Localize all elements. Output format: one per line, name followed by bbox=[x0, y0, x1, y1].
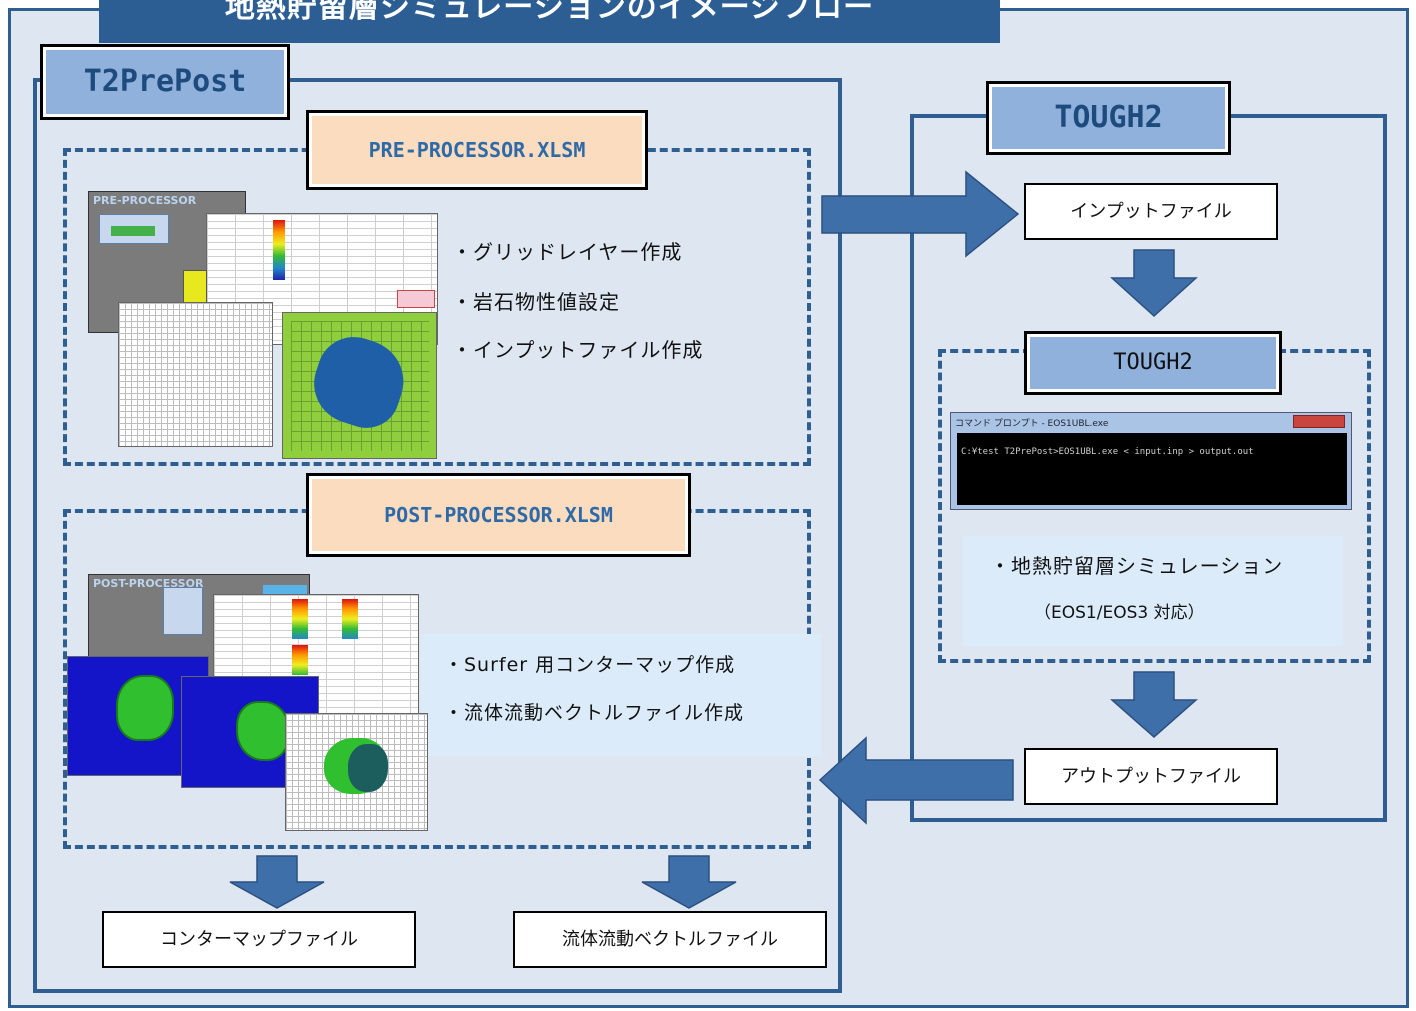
thumb-button bbox=[111, 226, 155, 236]
arrow-run-to-output bbox=[1110, 671, 1198, 738]
command-prompt-window: コマンド プロンプト - EOS1UBL.exe C:¥test T2PrePo… bbox=[950, 412, 1352, 510]
console-title: コマンド プロンプト - EOS1UBL.exe bbox=[955, 419, 1109, 429]
thumb-pink-button bbox=[397, 290, 435, 308]
pre-thumb-title: PRE-PROCESSOR bbox=[93, 194, 197, 207]
pre-processor-label: PRE-PROCESSOR.XLSM bbox=[306, 110, 648, 190]
arrow-to-vector-file bbox=[641, 855, 737, 909]
arrow-to-tough2 bbox=[821, 170, 1020, 258]
contour-map-file: コンターマップファイル bbox=[102, 911, 416, 968]
grid-layer-image bbox=[118, 302, 273, 447]
t2prepost-label: T2PrePost bbox=[40, 44, 290, 120]
post-bullet-1: ・Surfer 用コンターマップ作成 bbox=[444, 654, 736, 676]
post-thumb-title: POST-PROCESSOR bbox=[93, 577, 204, 590]
arrow-to-post-processor bbox=[818, 736, 1014, 825]
output-file: アウトプットファイル bbox=[1024, 748, 1278, 805]
thumb-panel bbox=[99, 214, 169, 244]
pre-bullet-2: ・岩石物性値設定 bbox=[452, 290, 620, 314]
tough2-inner-label: TOUGH2 bbox=[1024, 331, 1282, 395]
arrow-to-contour-file bbox=[229, 855, 325, 909]
tough2-description-panel bbox=[963, 536, 1343, 646]
console-command: C:¥test T2PrePost>EOS1UBL.exe < input.in… bbox=[961, 447, 1254, 457]
color-scale bbox=[273, 220, 285, 280]
diagram-title: 地熱貯留層シミュレーションのイメージフロー bbox=[99, 0, 1000, 43]
post-processor-label: POST-PROCESSOR.XLSM bbox=[306, 473, 691, 557]
console-screen: C:¥test T2PrePost>EOS1UBL.exe < input.in… bbox=[957, 433, 1347, 505]
tough2-bullet-1: ・地熱貯留層シミュレーション bbox=[990, 554, 1284, 578]
tough2-bullet-2: （EOS1/EOS3 対応） bbox=[1034, 603, 1205, 623]
tough2-label: TOUGH2 bbox=[986, 81, 1231, 155]
vector-file: 流体流動ベクトルファイル bbox=[513, 911, 827, 968]
vector-map bbox=[285, 713, 428, 831]
input-file: インプットファイル bbox=[1024, 183, 1278, 240]
post-description-panel bbox=[421, 634, 821, 756]
pre-bullet-1: ・グリッドレイヤー作成 bbox=[452, 240, 683, 264]
thumb-yellow-buttons bbox=[183, 270, 207, 306]
pre-bullet-3: ・インプットファイル作成 bbox=[452, 338, 704, 362]
window-controls bbox=[1293, 415, 1345, 428]
arrow-input-to-run bbox=[1110, 249, 1198, 318]
t2prepost-frame bbox=[33, 78, 842, 993]
post-bullet-2: ・流体流動ベクトルファイル作成 bbox=[444, 702, 745, 724]
rock-property-map bbox=[282, 312, 437, 459]
